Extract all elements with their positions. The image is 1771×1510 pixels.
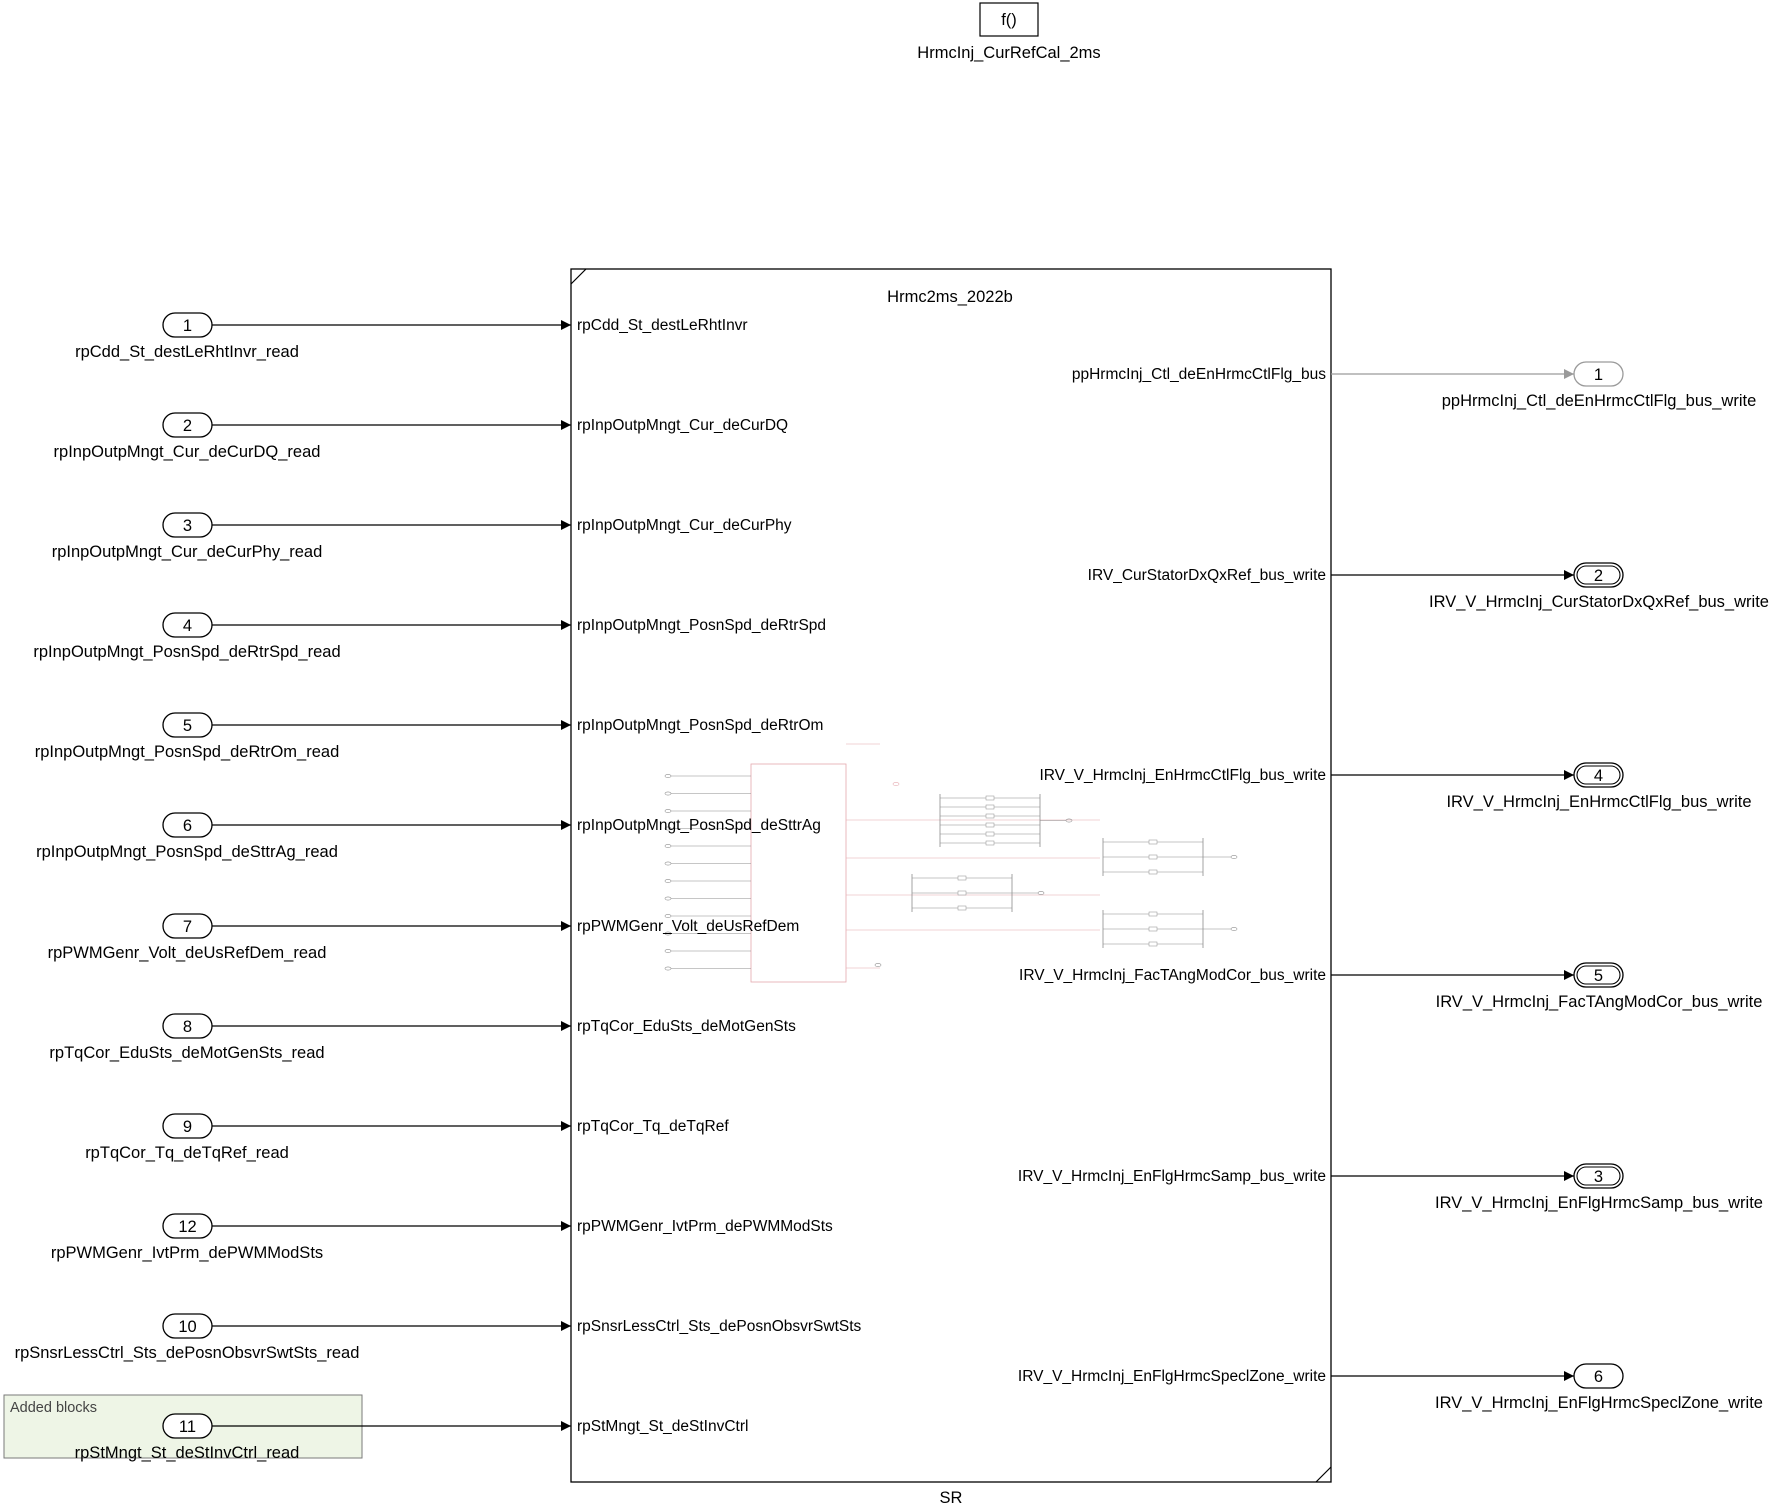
outport-label: ppHrmcInj_Ctl_deEnHrmcCtlFlg_bus_write — [1442, 392, 1757, 410]
inports-layer: 1 rpCdd_St_destLeRhtInvr_read rpCdd_St_des… — [15, 312, 862, 1462]
inport-number: 4 — [183, 617, 192, 635]
inport-1[interactable]: 1 — [162, 312, 213, 338]
subsystem-input-port-label: rpInpOutpMngt_Cur_deCurDQ — [577, 417, 788, 434]
inport-number: 7 — [183, 918, 192, 936]
outport-1[interactable]: 1 — [1573, 361, 1624, 387]
function-call-glyph: f() — [1001, 11, 1017, 29]
inport-number: 9 — [183, 1118, 192, 1136]
subsystem-input-port-label: rpInpOutpMngt_PosnSpd_deSttrAg — [577, 817, 821, 834]
inport-label: rpPWMGenr_Volt_deUsRefDem_read — [48, 944, 327, 962]
inport-3[interactable]: 3 — [162, 512, 213, 538]
subsystem-input-port-label: rpInpOutpMngt_PosnSpd_deRtrOm — [577, 717, 823, 734]
subsystem-output-port-label: IRV_V_HrmcInj_EnFlgHrmcSamp_bus_write — [1018, 1168, 1326, 1185]
subsystem-title: Hrmc2ms_2022b — [887, 288, 1013, 306]
inport-label: rpTqCor_EduSts_deMotGenSts_read — [49, 1044, 324, 1062]
inport-4[interactable]: 4 — [162, 612, 213, 638]
inport-9[interactable]: 9 — [162, 1113, 213, 1139]
inport-label: rpTqCor_Tq_deTqRef_read — [85, 1144, 289, 1162]
subsystem-input-port-label: rpInpOutpMngt_PosnSpd_deRtrSpd — [577, 617, 826, 634]
subsystem-output-port-label: IRV_V_HrmcInj_EnHrmcCtlFlg_bus_write — [1039, 767, 1326, 784]
outport-number: 6 — [1594, 1368, 1603, 1386]
outport-label: IRV_V_HrmcInj_EnFlgHrmcSpeclZone_write — [1435, 1394, 1763, 1412]
inport-number: 12 — [178, 1218, 196, 1236]
inport-8[interactable]: 8 — [162, 1013, 213, 1039]
inport-number: 5 — [183, 717, 192, 735]
inport-label: rpInpOutpMngt_Cur_deCurPhy_read — [52, 543, 323, 561]
outport-3[interactable]: 3 — [1573, 1163, 1624, 1189]
inport-label: rpInpOutpMngt_PosnSpd_deSttrAg_read — [36, 843, 338, 861]
outport-number: 2 — [1594, 567, 1603, 585]
outport-6[interactable]: 6 — [1573, 1363, 1624, 1389]
function-call-name: HrmcInj_CurRefCal_2ms — [917, 44, 1100, 62]
inport-number: 6 — [183, 817, 192, 835]
subsystem-input-port-label: rpTqCor_EduSts_deMotGenSts — [577, 1018, 796, 1035]
outport-number: 3 — [1594, 1168, 1603, 1186]
subsystem-output-port-label: IRV_V_HrmcInj_EnFlgHrmcSpeclZone_write — [1018, 1368, 1326, 1385]
inport-label: rpInpOutpMngt_PosnSpd_deRtrSpd_read — [33, 643, 340, 661]
outport-number: 4 — [1594, 767, 1603, 785]
added-blocks-label: Added blocks — [10, 1400, 97, 1416]
outport-2[interactable]: 2 — [1573, 562, 1624, 588]
outport-label: IRV_V_HrmcInj_CurStatorDxQxRef_bus_write — [1429, 593, 1769, 611]
inport-label: rpSnsrLessCtrl_Sts_dePosnObsvrSwtSts_rea… — [15, 1344, 360, 1362]
inport-7[interactable]: 7 — [162, 913, 213, 939]
inport-11[interactable]: 11 — [162, 1413, 213, 1439]
outport-label: IRV_V_HrmcInj_FacTAngModCor_bus_write — [1436, 993, 1763, 1011]
inport-number: 3 — [183, 517, 192, 535]
inport-2[interactable]: 2 — [162, 412, 213, 438]
inport-number: 8 — [183, 1018, 192, 1036]
outport-label: IRV_V_HrmcInj_EnFlgHrmcSamp_bus_write — [1435, 1194, 1763, 1212]
inport-number: 10 — [178, 1318, 196, 1336]
subsystem-input-port-label: rpTqCor_Tq_deTqRef — [577, 1118, 729, 1135]
inport-label: rpInpOutpMngt_Cur_deCurDQ_read — [54, 443, 321, 461]
subsystem-input-port-label: rpInpOutpMngt_Cur_deCurPhy — [577, 517, 792, 534]
inport-5[interactable]: 5 — [162, 712, 213, 738]
inport-label: rpPWMGenr_IvtPrm_dePWMModSts — [51, 1244, 323, 1262]
subsystem-input-port-label: rpSnsrLessCtrl_Sts_dePosnObsvrSwtSts — [577, 1318, 862, 1335]
subsystem-output-port-label: ppHrmcInj_Ctl_deEnHrmcCtlFlg_bus — [1072, 366, 1326, 383]
subsystem-input-port-label: rpPWMGenr_Volt_deUsRefDem — [577, 918, 799, 935]
inport-number: 11 — [179, 1418, 196, 1436]
inner-block — [750, 763, 847, 983]
subsystem-output-port-label: IRV_V_HrmcInj_FacTAngModCor_bus_write — [1019, 967, 1326, 984]
subsystem-output-port-label: IRV_CurStatorDxQxRef_bus_write — [1088, 567, 1326, 584]
outport-label: IRV_V_HrmcInj_EnHrmcCtlFlg_bus_write — [1446, 793, 1751, 811]
subsystem-input-port-label: rpCdd_St_destLeRhtInvr — [577, 317, 748, 334]
outport-4[interactable]: 4 — [1573, 762, 1624, 788]
subsystem-input-port-label: rpPWMGenr_IvtPrm_dePWMModSts — [577, 1218, 833, 1235]
inport-label: rpInpOutpMngt_PosnSpd_deRtrOm_read — [35, 743, 340, 761]
inport-number: 2 — [183, 417, 192, 435]
subsystem-content-preview — [664, 743, 1238, 983]
subsystem-name: SR — [940, 1489, 963, 1507]
outport-5[interactable]: 5 — [1573, 962, 1624, 988]
outport-number: 1 — [1594, 366, 1603, 384]
inport-6[interactable]: 6 — [162, 812, 213, 838]
inport-number: 1 — [183, 317, 192, 335]
inport-12[interactable]: 12 — [162, 1213, 213, 1239]
inport-label: rpCdd_St_destLeRhtInvr_read — [75, 343, 299, 361]
subsystem-input-port-label: rpStMngt_St_deStInvCtrl — [577, 1418, 748, 1435]
inport-10[interactable]: 10 — [162, 1313, 213, 1339]
subsystem-block[interactable]: Hrmc2ms_2022b — [570, 268, 1332, 1483]
inport-label: rpStMngt_St_deStInvCtrl_read — [75, 1444, 300, 1462]
outport-number: 5 — [1594, 967, 1603, 985]
function-call-block[interactable]: f() — [979, 2, 1039, 37]
outports-layer: ppHrmcInj_Ctl_deEnHrmcCtlFlg_bus 1 ppHrmcI… — [1018, 361, 1769, 1412]
